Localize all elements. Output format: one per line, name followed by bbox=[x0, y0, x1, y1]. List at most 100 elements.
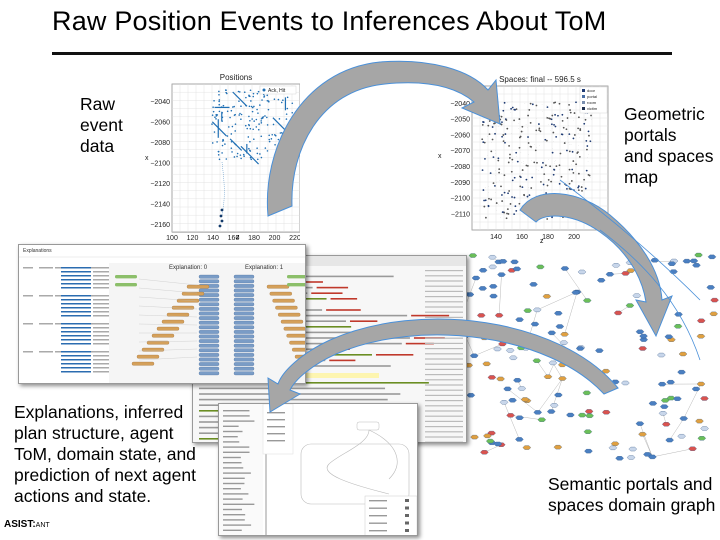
plan-node bbox=[233, 311, 255, 316]
space-label-mark: · bbox=[573, 192, 574, 195]
graph-node bbox=[478, 268, 488, 273]
graph-node bbox=[508, 398, 517, 403]
graph-node bbox=[577, 269, 587, 275]
space-point bbox=[569, 111, 572, 114]
graph-node bbox=[688, 446, 697, 451]
space-point bbox=[538, 123, 540, 125]
space-point bbox=[551, 151, 554, 154]
space-label-mark: · bbox=[546, 115, 547, 118]
space-point bbox=[487, 124, 490, 127]
legend-swatch bbox=[582, 89, 585, 92]
tom-sidebar-line bbox=[223, 524, 252, 526]
code-side-line bbox=[425, 280, 463, 282]
space-point bbox=[509, 203, 512, 205]
row-text bbox=[93, 327, 109, 329]
position-point bbox=[268, 134, 270, 137]
tom-sidebar-line bbox=[223, 482, 245, 485]
space-point bbox=[562, 126, 565, 129]
position-point bbox=[231, 151, 233, 153]
space-point bbox=[540, 166, 543, 169]
space-point bbox=[511, 196, 513, 198]
graph-node bbox=[466, 393, 476, 398]
graph-node bbox=[632, 293, 641, 298]
space-point bbox=[483, 205, 486, 208]
tom-sidebar-line bbox=[223, 498, 243, 500]
position-point bbox=[215, 115, 218, 117]
row-text bbox=[93, 315, 109, 317]
space-point bbox=[540, 180, 542, 183]
position-point bbox=[250, 158, 253, 161]
position-point bbox=[249, 140, 251, 143]
code-side-line bbox=[425, 379, 463, 381]
footer-main: ASIST: bbox=[4, 519, 36, 530]
space-label-mark: · bbox=[555, 159, 556, 162]
tom-sidebar-line bbox=[223, 477, 245, 479]
space-point bbox=[507, 213, 510, 215]
space-point bbox=[525, 178, 528, 181]
space-point bbox=[528, 109, 531, 111]
space-point bbox=[519, 185, 522, 188]
space-point bbox=[510, 170, 513, 173]
graph-node bbox=[602, 410, 611, 415]
space-point bbox=[481, 169, 484, 172]
space-label-mark: · bbox=[488, 185, 489, 188]
graph-node bbox=[667, 261, 677, 266]
space-label-mark: · bbox=[536, 168, 537, 171]
row-link bbox=[61, 287, 91, 289]
row-text bbox=[93, 367, 109, 369]
graph-node bbox=[697, 436, 707, 441]
position-point bbox=[282, 99, 284, 101]
code-side-line bbox=[425, 358, 463, 360]
space-point bbox=[482, 141, 485, 144]
plan-node bbox=[198, 311, 220, 316]
space-point bbox=[553, 168, 555, 171]
space-point bbox=[513, 213, 516, 216]
row-text bbox=[93, 351, 109, 353]
explanations-label-line: actions and state. bbox=[14, 486, 152, 506]
positions-x-tick: 200 bbox=[269, 235, 281, 242]
space-point bbox=[533, 161, 536, 164]
position-point bbox=[253, 105, 255, 108]
plan-node bbox=[233, 348, 255, 353]
position-point bbox=[234, 123, 237, 125]
space-label-mark: · bbox=[567, 117, 568, 120]
space-label-mark: · bbox=[499, 179, 500, 182]
space-point bbox=[542, 183, 545, 186]
position-point bbox=[255, 118, 258, 121]
graph-node bbox=[532, 358, 542, 363]
plan-node bbox=[198, 334, 220, 339]
space-point bbox=[498, 171, 500, 174]
tom-option-line bbox=[267, 419, 285, 421]
position-point bbox=[253, 138, 255, 140]
position-point bbox=[266, 150, 269, 152]
plan-node bbox=[141, 347, 165, 352]
plan-node bbox=[233, 284, 255, 288]
graph-node bbox=[696, 381, 706, 387]
space-point bbox=[491, 126, 494, 128]
row-link bbox=[61, 315, 91, 317]
graph-node bbox=[488, 255, 497, 260]
plan-node bbox=[198, 357, 220, 362]
position-point bbox=[252, 128, 254, 131]
spaces-y-tick: −2050 bbox=[450, 117, 470, 124]
space-point bbox=[483, 199, 486, 202]
plan-node bbox=[286, 333, 305, 338]
tom-sidebar-line bbox=[223, 493, 249, 495]
space-point bbox=[502, 134, 505, 136]
space-point bbox=[511, 106, 514, 109]
space-point bbox=[515, 209, 518, 212]
position-point bbox=[248, 105, 251, 108]
position-point bbox=[218, 158, 221, 161]
graph-node bbox=[530, 321, 540, 327]
space-label-mark: · bbox=[554, 162, 555, 165]
space-point bbox=[530, 187, 533, 189]
space-point bbox=[500, 185, 502, 188]
space-point bbox=[549, 165, 552, 168]
graph-node bbox=[638, 346, 647, 351]
graph-node bbox=[648, 454, 657, 460]
space-label-mark: · bbox=[552, 127, 553, 130]
position-point bbox=[245, 96, 247, 99]
graph-node bbox=[537, 417, 547, 422]
code-side-line bbox=[425, 337, 463, 339]
